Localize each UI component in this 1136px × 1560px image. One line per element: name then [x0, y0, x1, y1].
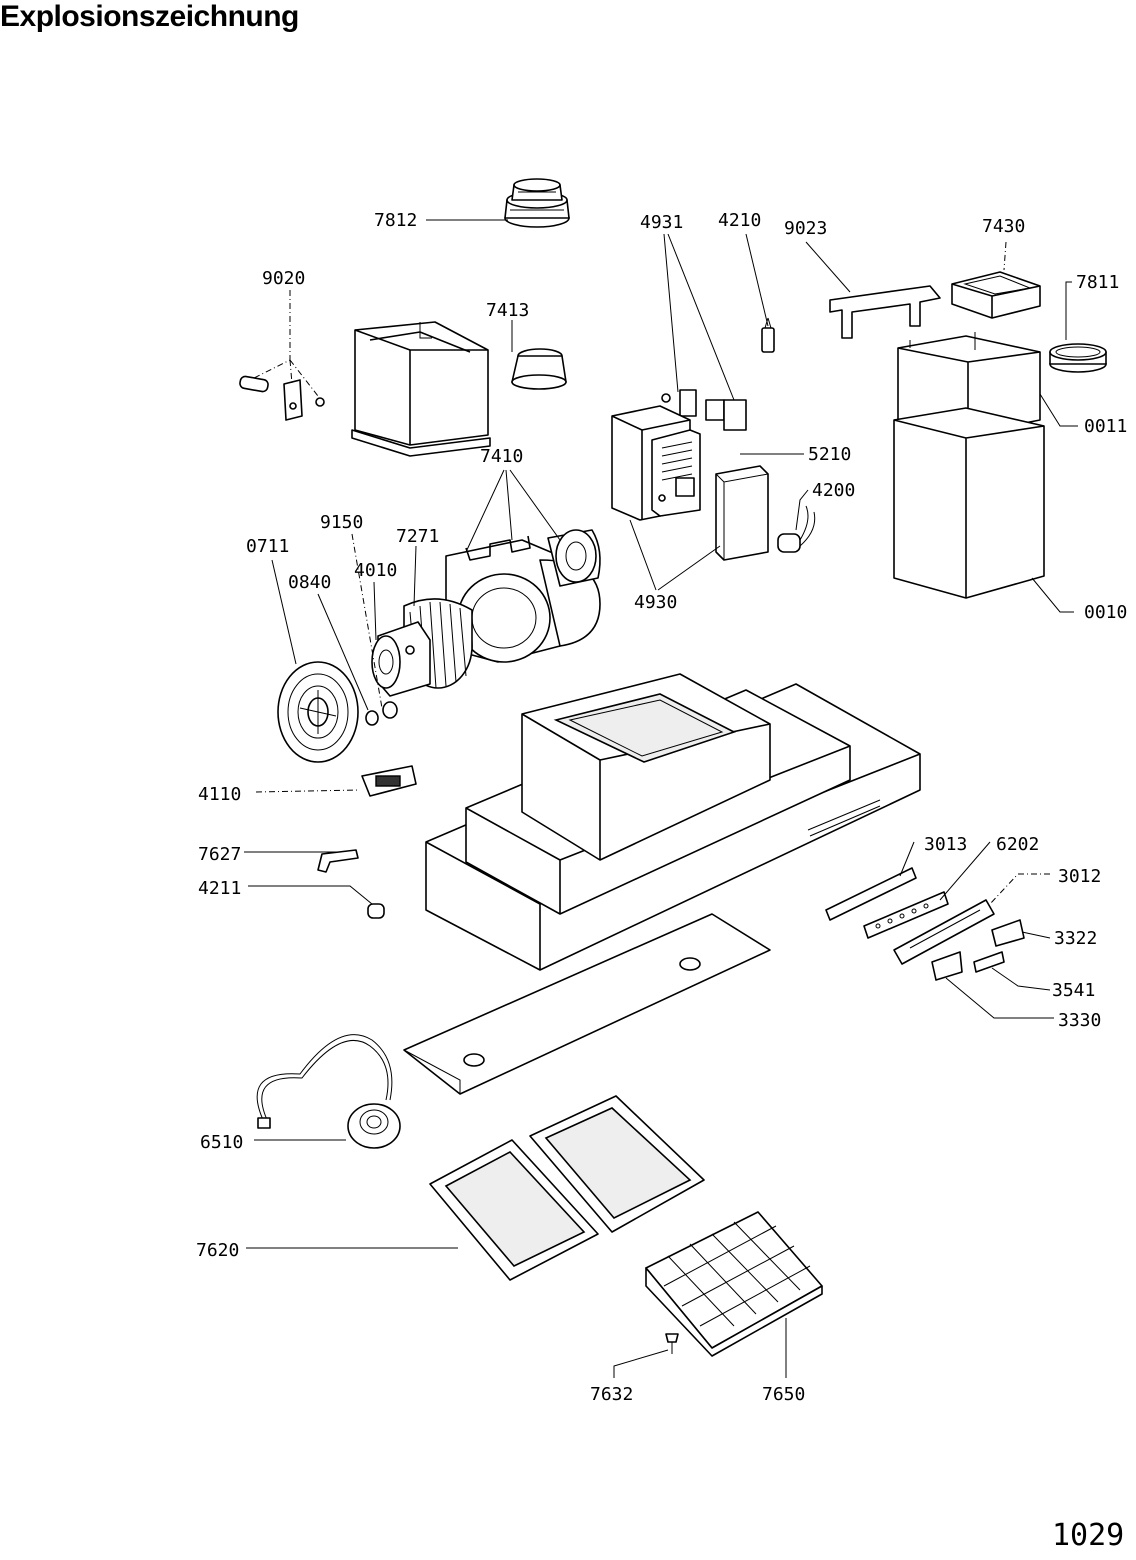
part-7812-collar	[504, 178, 570, 228]
label-7410: 7410	[480, 446, 523, 467]
part-4110-switch	[361, 765, 417, 797]
label-7627: 7627	[198, 844, 241, 865]
label-7430: 7430	[982, 216, 1025, 237]
label-3322: 3322	[1054, 928, 1097, 949]
part-5210-panel	[715, 465, 769, 561]
label-0011: 0011	[1084, 416, 1127, 437]
label-7632: 7632	[590, 1384, 633, 1405]
label-4200: 4200	[812, 480, 855, 501]
part-0711-fan-disc	[277, 661, 359, 763]
label-0711: 0711	[246, 536, 289, 557]
label-9150: 9150	[320, 512, 363, 533]
label-4930: 4930	[634, 592, 677, 613]
part-control-strips	[825, 867, 1025, 981]
label-3012: 3012	[1058, 866, 1101, 887]
page-number: 1029	[1052, 1518, 1125, 1553]
part-7620-grease-filters	[429, 1095, 705, 1281]
label-9023: 9023	[784, 218, 827, 239]
label-0840: 0840	[288, 572, 331, 593]
label-3541: 3541	[1052, 980, 1095, 1001]
part-9020-bracket	[239, 375, 325, 421]
label-7620: 7620	[196, 1240, 239, 1261]
part-7430-cover	[951, 271, 1041, 319]
part-0840-bush	[365, 701, 398, 726]
label-7413: 7413	[486, 300, 529, 321]
label-7271: 7271	[396, 526, 439, 547]
leader-lines	[244, 219, 1078, 1378]
label-6202: 6202	[996, 834, 1039, 855]
page-title: Explosionszeichnung	[0, 0, 299, 33]
part-4211-knob	[367, 903, 385, 919]
label-4110: 4110	[198, 784, 241, 805]
label-4210: 4210	[718, 210, 761, 231]
part-4010-motor	[371, 621, 431, 697]
label-9020: 9020	[262, 268, 305, 289]
part-4200-capacitor	[777, 505, 816, 553]
label-6510: 6510	[200, 1132, 243, 1153]
part-hood-body	[425, 673, 921, 971]
part-7413-cone	[511, 348, 567, 390]
part-7410-blower-scroll	[445, 529, 601, 663]
part-filter-plate	[403, 913, 771, 1095]
label-7650: 7650	[762, 1384, 805, 1405]
part-4930-control-box	[611, 405, 701, 521]
part-7627-clip	[317, 849, 359, 873]
label-7811: 7811	[1076, 272, 1119, 293]
part-9023-bracket	[829, 285, 941, 339]
label-0010: 0010	[1084, 602, 1127, 623]
part-4931-switches	[661, 389, 747, 431]
part-7650-carbon-filter	[645, 1211, 823, 1357]
part-6510-lamp	[256, 1034, 401, 1149]
label-3013: 3013	[924, 834, 967, 855]
part-7632-screw	[665, 1333, 679, 1354]
label-5210: 5210	[808, 444, 851, 465]
part-7811-ring	[1049, 343, 1107, 373]
part-0010-lower-chimney	[893, 407, 1045, 599]
label-4931: 4931	[640, 212, 683, 233]
part-0011-upper-chimney	[897, 332, 1041, 435]
part-labels: 7812 4931 4210 9023 7430 7811 9020 7413 …	[196, 210, 1127, 1405]
part-blower-housing-box	[351, 321, 491, 457]
label-4211: 4211	[198, 878, 241, 899]
label-7812: 7812	[374, 210, 417, 231]
label-3330: 3330	[1058, 1010, 1101, 1031]
part-4210-capacitor	[761, 317, 775, 353]
label-4010: 4010	[354, 560, 397, 581]
